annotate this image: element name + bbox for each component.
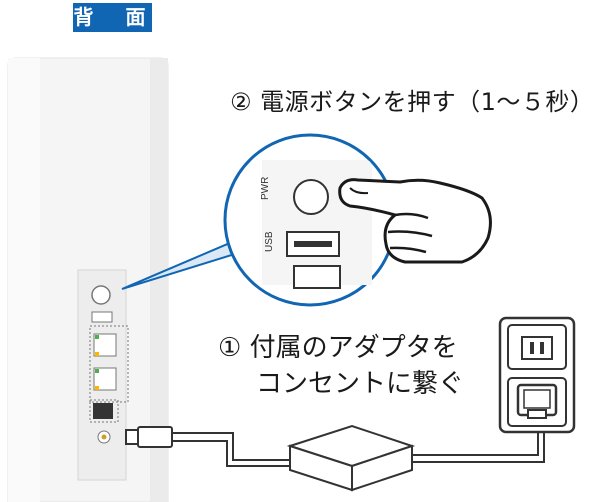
- rear-port-panel: [77, 269, 129, 481]
- back-side-badge: 背 面: [73, 3, 152, 32]
- lan1-port: [93, 333, 117, 357]
- step1-instruction-line2: コンセントに繋ぐ: [256, 369, 465, 399]
- usb-port: [91, 311, 113, 323]
- power-plug-icon: [516, 383, 558, 419]
- tel-port: [93, 403, 113, 419]
- dc-cable: [125, 426, 290, 467]
- finger-pressing-icon: [338, 178, 492, 264]
- lan2-port: [93, 367, 117, 391]
- power-button: [91, 285, 111, 305]
- dc-plug: [125, 429, 139, 445]
- zoom-power-button: [293, 179, 329, 215]
- pwr-label: PWR: [260, 177, 271, 200]
- ac-adapter-icon: [286, 410, 545, 492]
- step1-instruction-line1: ① 付属のアダプタを: [218, 333, 458, 363]
- usb-label: USB: [264, 231, 275, 252]
- step2-instruction: ② 電源ボタンを押す（1〜５秒）: [230, 88, 595, 116]
